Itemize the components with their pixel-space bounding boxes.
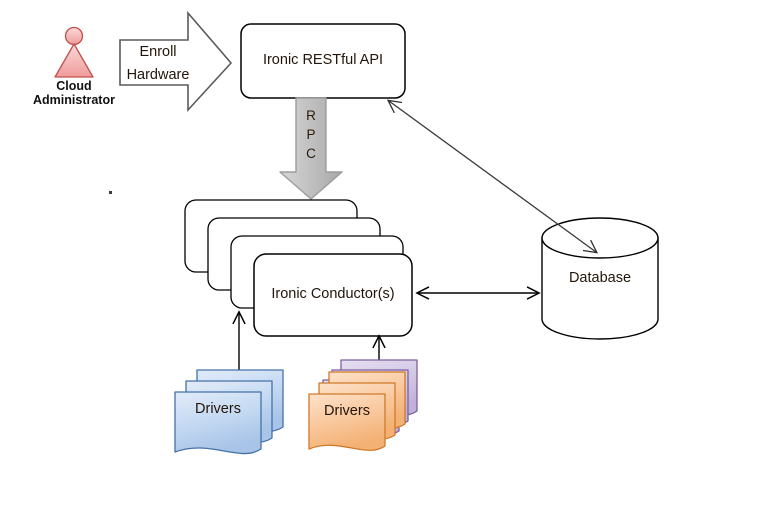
drivers-left-stack bbox=[174, 369, 284, 455]
conductor-card-front bbox=[253, 253, 413, 337]
stray-dot-artifact bbox=[109, 191, 112, 194]
drivers-left-doc-front bbox=[174, 391, 262, 455]
conductor-stack bbox=[184, 199, 413, 337]
drivers-right-doc-orange-front bbox=[308, 393, 386, 451]
rpc-block-arrow bbox=[279, 97, 343, 200]
drivers-right-stack bbox=[308, 359, 418, 451]
actor-person-icon bbox=[54, 26, 94, 78]
enroll-hardware-block-arrow bbox=[119, 10, 233, 113]
api-box-shape bbox=[240, 23, 406, 99]
database-cylinder-shape bbox=[541, 217, 659, 340]
connector-api-to-database bbox=[389, 101, 596, 252]
